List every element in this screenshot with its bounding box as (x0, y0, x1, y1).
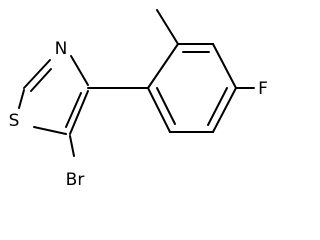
chemical-structure: N S Br F (9, 9, 268, 190)
bond-methyl (156, 9, 179, 45)
atom-label-sulfur: S (9, 111, 20, 131)
bond-c4-c5-outer (69, 90, 89, 135)
atom-label-fluorine: F (258, 79, 268, 99)
bond-c5-br (69, 135, 75, 157)
bond-ar4-ar5-outer (212, 87, 237, 133)
bond-ar6-ar1-outer (147, 87, 171, 133)
bond-ar6-ar1-inner (156, 87, 176, 125)
benzene-ring (147, 43, 237, 133)
bond-c2-n3-outer (23, 59, 51, 89)
bond-ar3-ar4 (212, 43, 237, 89)
bond-n3-c4 (70, 55, 89, 86)
thiazole-ring (18, 55, 89, 135)
bond-s1-c2 (18, 89, 25, 109)
bond-ar4-ar5-inner (207, 87, 228, 126)
bond-c4-c5-inner (65, 92, 82, 128)
bond-c2-n3-inner (30, 68, 52, 92)
atom-label-nitrogen: N (55, 39, 68, 59)
atom-label-bromine: Br (66, 170, 85, 190)
bond-ar1-ar2 (147, 43, 179, 89)
bond-c5-s1 (33, 126, 67, 135)
